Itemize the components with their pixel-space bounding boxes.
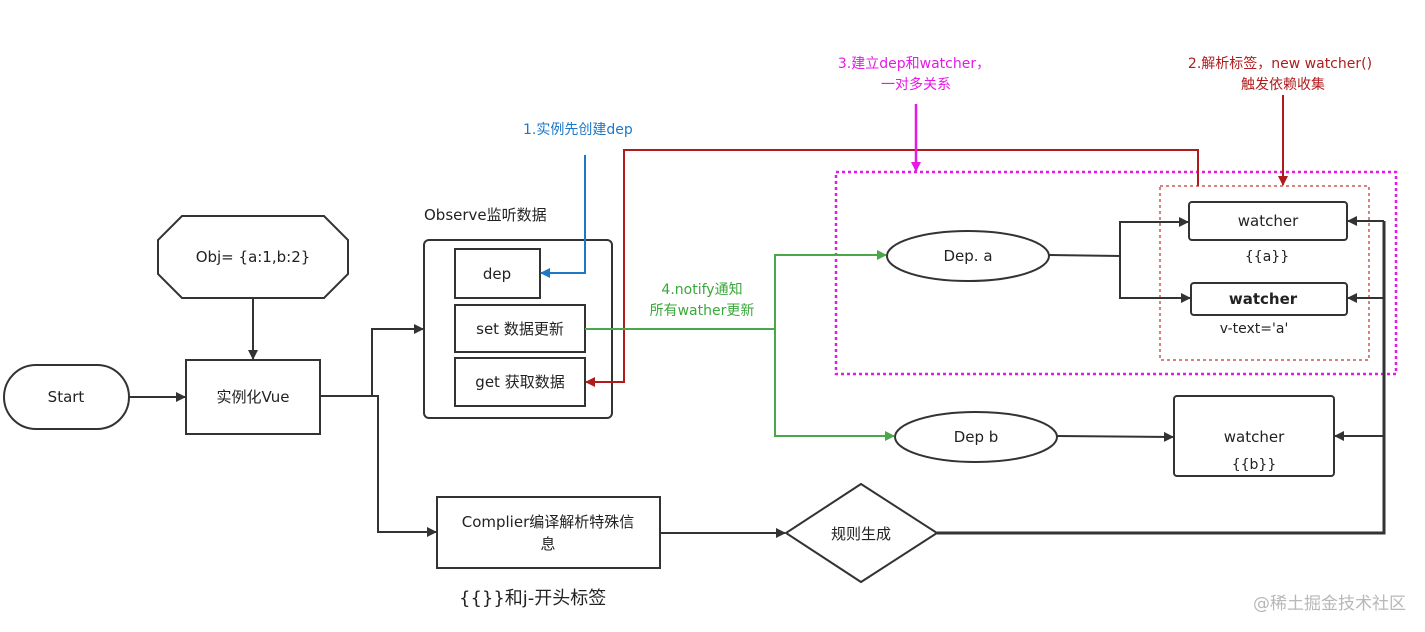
- watermark: @稀土掘金技术社区: [1253, 594, 1406, 614]
- obj-node: [157, 215, 349, 299]
- edge-vue-to-observe: [320, 324, 424, 397]
- get-label: get 获取数据: [475, 373, 564, 391]
- compiler-label-line1: Complier编译解析特殊信: [462, 513, 635, 531]
- rule-node: [784, 482, 939, 584]
- edge-depa-to-watcher2: [1119, 256, 1191, 303]
- edge-step1-blue: [540, 155, 586, 278]
- instantiate-vue-label: 实例化Vue: [217, 388, 290, 406]
- watcher-group-magenta-box: [834, 170, 1398, 376]
- watcher2-sub: v-text='a': [1220, 321, 1289, 337]
- dep-node: [454, 248, 541, 299]
- edge-step4-green-to-depa: [585, 250, 887, 330]
- watcher1-label: watcher: [1238, 212, 1299, 230]
- watcher3-label: watcher: [1224, 428, 1285, 446]
- get-node: [454, 357, 586, 407]
- watcher2-label: watcher: [1229, 290, 1298, 308]
- edge-step2-red-feedback: [585, 149, 1199, 387]
- step4-annotation-line1: 4.notify通知: [661, 281, 742, 298]
- dep-b-label: Dep b: [954, 428, 999, 446]
- edge-vue-to-compiler: [320, 395, 437, 537]
- observe-title: Observe监听数据: [424, 206, 547, 224]
- watcher3-sub: {{b}}: [1232, 457, 1277, 473]
- watcher1-sub: {{a}}: [1245, 249, 1289, 265]
- compiler-label-line2: 息: [540, 535, 555, 553]
- step3-annotation-line1: 3.建立dep和watcher，: [838, 56, 990, 72]
- edge-depa-to-watcher1: [1048, 217, 1189, 258]
- edge-step4-green-to-depb: [774, 329, 895, 441]
- dep-label: dep: [483, 265, 511, 283]
- set-label: set 数据更新: [476, 320, 564, 338]
- obj-label: Obj= {a:1,b:2}: [196, 248, 311, 266]
- rule-label: 规则生成: [831, 525, 891, 543]
- compiler-node: [436, 496, 661, 569]
- start-label: Start: [48, 388, 85, 406]
- watcher-group-pink-box: [1159, 185, 1370, 361]
- dep-a-label: Dep. a: [943, 247, 992, 265]
- step4-annotation-line2: 所有wather更新: [650, 303, 755, 319]
- edge-depb-to-watcher3: [1056, 431, 1174, 442]
- step1-annotation: 1.实例先创建dep: [523, 122, 633, 138]
- step2-annotation-line1: 2.解析标签，new watcher(): [1188, 55, 1372, 72]
- step3-annotation-line2: 一对多关系: [881, 76, 951, 93]
- compiler-note: {{}}和j-开头标签: [459, 588, 606, 609]
- edge-rule-to-watchers: [937, 221, 1386, 535]
- step2-annotation-line2: 触发依赖收集: [1241, 76, 1325, 93]
